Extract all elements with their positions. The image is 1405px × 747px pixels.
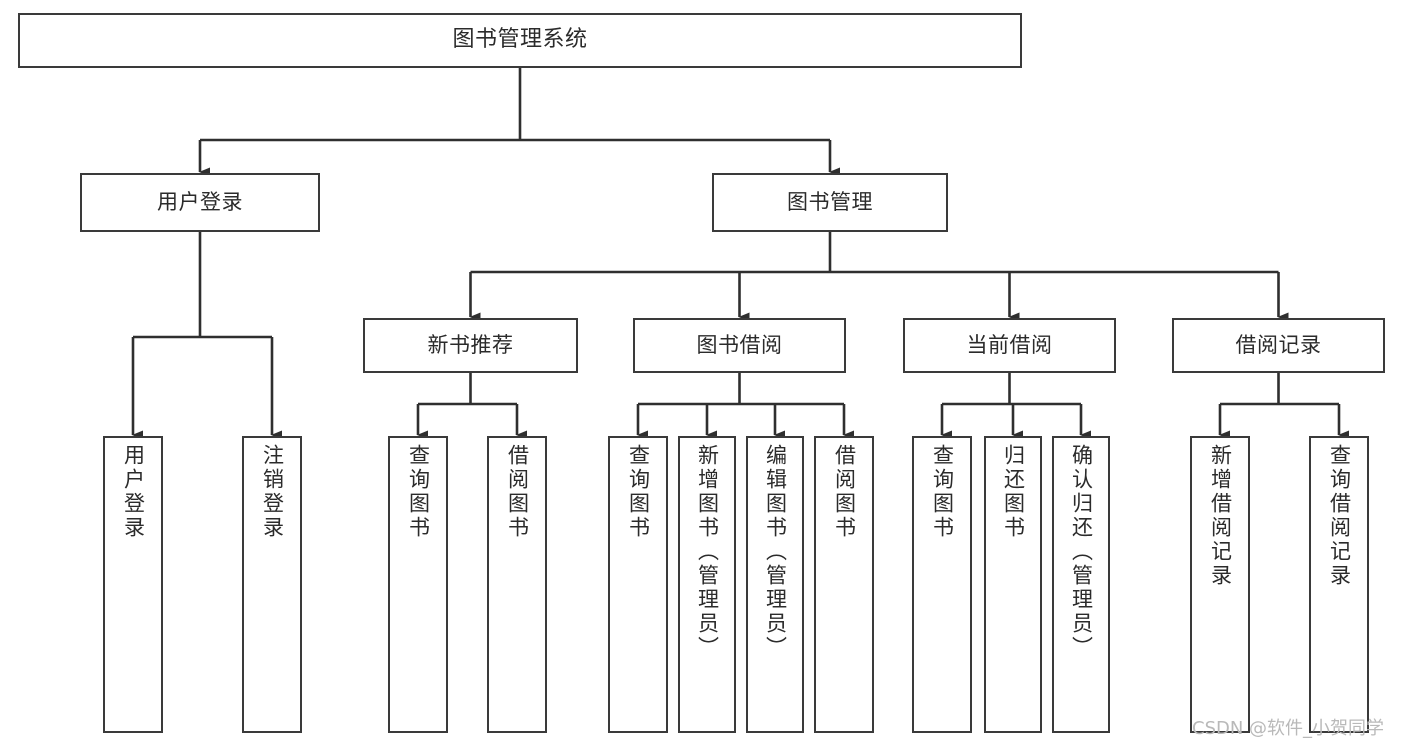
node-l1-books[interactable]: 图书管理 [712, 173, 948, 232]
node-label: 查询图书 [930, 444, 955, 540]
node-l2-borrow[interactable]: 图书借阅 [633, 318, 846, 373]
node-label: 查询图书 [406, 444, 431, 540]
node-label: 注销登录 [260, 444, 285, 540]
node-label: 借阅记录 [1235, 332, 1322, 357]
node-lf-login-1[interactable]: 用户登录 [103, 436, 163, 733]
node-label: 确认归还（管理员） [1069, 444, 1094, 660]
node-label: 归还图书 [1001, 444, 1026, 540]
node-label: 用户登录 [121, 444, 146, 540]
node-root[interactable]: 图书管理系统 [18, 13, 1022, 68]
node-label: 新书推荐 [427, 332, 514, 357]
node-lf-br-4[interactable]: 借阅图书 [814, 436, 874, 733]
node-lf-cur-2[interactable]: 归还图书 [984, 436, 1042, 733]
node-lf-br-3[interactable]: 编辑图书（管理员） [746, 436, 804, 733]
node-label: 当前借阅 [966, 332, 1053, 357]
node-lf-cur-1[interactable]: 查询图书 [912, 436, 972, 733]
node-label: 图书借阅 [696, 332, 783, 357]
node-label: 新增借阅记录 [1208, 444, 1233, 588]
node-label: 借阅图书 [505, 444, 530, 540]
node-label: 图书管理 [787, 189, 873, 214]
node-label: 查询图书 [626, 444, 651, 540]
node-label: 新增图书（管理员） [695, 444, 720, 660]
node-label: 借阅图书 [832, 444, 857, 540]
node-lf-br-1[interactable]: 查询图书 [608, 436, 668, 733]
node-label: 查询借阅记录 [1327, 444, 1352, 588]
node-label: 图书管理系统 [452, 27, 588, 53]
node-lf-cur-3[interactable]: 确认归还（管理员） [1052, 436, 1110, 733]
node-lf-rec-2[interactable]: 查询借阅记录 [1309, 436, 1369, 733]
node-lf-login-2[interactable]: 注销登录 [242, 436, 302, 733]
node-lf-new-2[interactable]: 借阅图书 [487, 436, 547, 733]
node-label: 用户登录 [157, 189, 243, 214]
node-l2-record[interactable]: 借阅记录 [1172, 318, 1385, 373]
watermark-text: CSDN @软件_小贺同学 [1192, 718, 1385, 739]
node-l2-newbook[interactable]: 新书推荐 [363, 318, 578, 373]
node-label: 编辑图书（管理员） [763, 444, 788, 660]
node-l2-current[interactable]: 当前借阅 [903, 318, 1116, 373]
node-lf-br-2[interactable]: 新增图书（管理员） [678, 436, 736, 733]
node-lf-new-1[interactable]: 查询图书 [388, 436, 448, 733]
node-lf-rec-1[interactable]: 新增借阅记录 [1190, 436, 1250, 733]
node-l1-login[interactable]: 用户登录 [80, 173, 320, 232]
